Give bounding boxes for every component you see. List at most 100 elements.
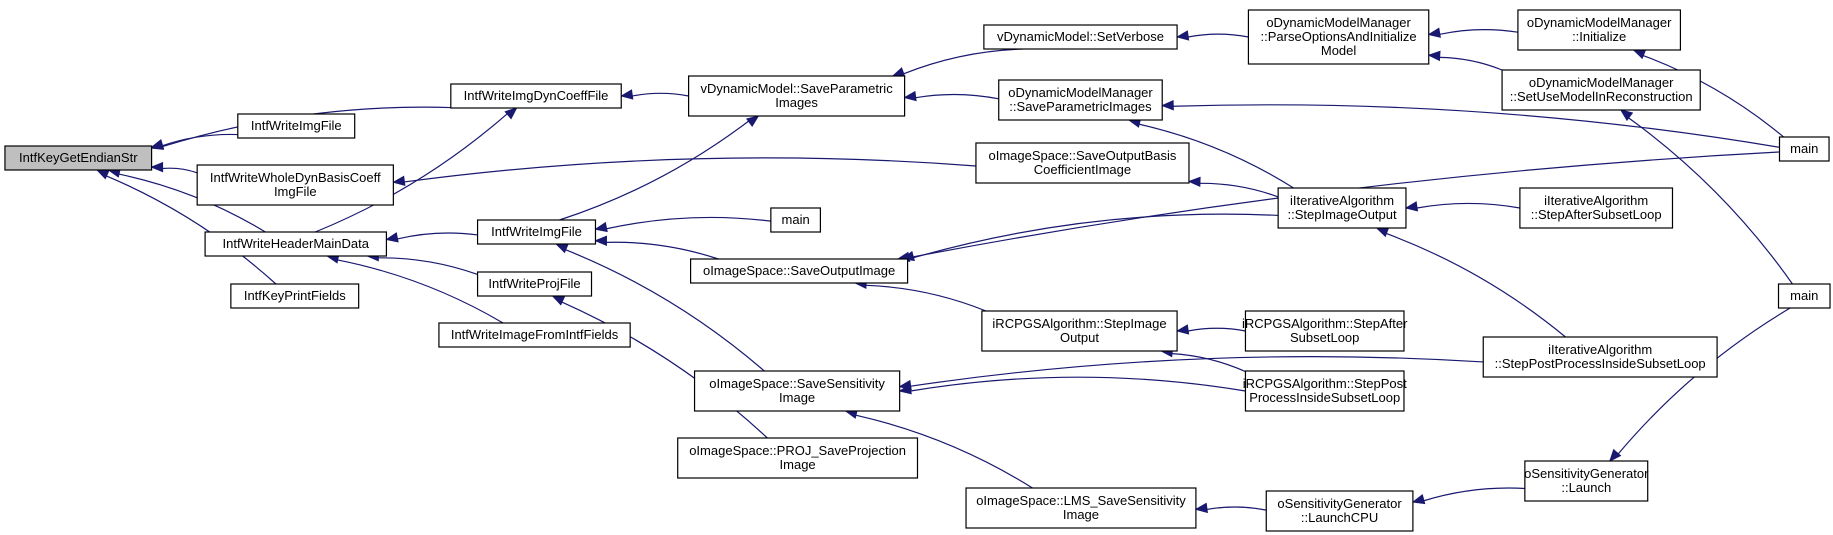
arrowhead-icon	[1194, 502, 1208, 514]
node-label-line: oImageSpace::SaveOutputBasis	[989, 148, 1177, 163]
arrowhead-icon	[1619, 109, 1634, 122]
node-osensitivitygenerator-launch[interactable]: oSensitivityGenerator::Launch	[1524, 460, 1649, 502]
node-label-line: oDynamicModelManager	[1266, 15, 1411, 30]
node-label-line: iRCPGSAlgorithm::StepImage	[992, 316, 1166, 331]
arrowhead-icon	[1411, 494, 1426, 505]
arrowhead-icon	[1427, 27, 1441, 38]
arrowhead-icon	[150, 138, 165, 150]
node-label-line: ProcessInsideSubsetLoop	[1249, 390, 1400, 405]
node-label-line: IntfWriteImgDynCoeffFile	[464, 88, 609, 103]
node-label-line: SubsetLoop	[1290, 330, 1359, 345]
node-iiterativealgorithm-steppostprocessinsidesubsetloop[interactable]: iIterativeAlgorithm::StepPostProcessInsi…	[1482, 336, 1718, 378]
node-intfwriteheadermaindata[interactable]: IntfWriteHeaderMainData	[204, 231, 388, 257]
node-label-line: IntfKeyPrintFields	[244, 288, 346, 303]
node-box	[965, 487, 1197, 529]
node-ircpgsalgorithm-steppost-processinsidesubsetloop[interactable]: iRCPGSAlgorithm::StepPostProcessInsideSu…	[1243, 370, 1407, 412]
node-oimagespace-saveoutputbasis-coefficientimage[interactable]: oImageSpace::SaveOutputBasisCoefficientI…	[975, 142, 1190, 184]
node-label-line: iIterativeAlgorithm	[1544, 193, 1648, 208]
node-box	[1277, 187, 1407, 229]
node-label-line: IntfWriteWholeDynBasisCoeff	[210, 170, 381, 185]
node-label-line: main	[1790, 141, 1818, 156]
node-odynamicmodelmanager-initialize[interactable]: oDynamicModelManager::Initialize	[1517, 9, 1682, 51]
node-label-line: ::Initialize	[1572, 29, 1626, 44]
arrowhead-icon	[385, 232, 399, 243]
node-label-line: ::ParseOptionsAndInitialize	[1261, 29, 1417, 44]
arrowhead-icon	[1175, 324, 1190, 335]
edge-n19-to-n22	[1642, 54, 1784, 138]
node-label-line: main	[1790, 288, 1818, 303]
node-box	[476, 219, 597, 245]
node-intfwriteprojfile[interactable]: IntfWriteProjFile	[476, 271, 593, 297]
node-label-line: iRCPGSAlgorithm::StepPost	[1243, 376, 1407, 391]
node-label-line: IntfWriteImgFile	[251, 118, 342, 133]
node-label-line: oImageSpace::SaveOutputImage	[703, 263, 895, 278]
node-main[interactable]: main	[770, 207, 821, 233]
node-iiterativealgorithm-stepaftersubsetloop[interactable]: iIterativeAlgorithm::StepAfterSubsetLoop	[1519, 187, 1674, 229]
node-box	[476, 271, 593, 297]
node-label-line: oImageSpace::LMS_SaveSensitivity	[976, 493, 1186, 508]
node-box	[237, 113, 356, 139]
edge-n7-to-n3	[404, 157, 976, 183]
node-osensitivitygenerator-launchcpu[interactable]: oSensitivityGenerator::LaunchCPU	[1265, 490, 1414, 532]
node-intfkeyprintfields[interactable]: IntfKeyPrintFields	[230, 283, 360, 309]
node-intfwriteimgfile[interactable]: IntfWriteImgFile	[476, 219, 597, 245]
node-main[interactable]: main	[1778, 136, 1830, 162]
node-ircpgsalgorithm-stepimage-output[interactable]: iRCPGSAlgorithm::StepImageOutput	[981, 310, 1178, 352]
node-label-line: IntfWriteProjFile	[488, 276, 580, 291]
node-intfwriteimgfile[interactable]: IntfWriteImgFile	[237, 113, 356, 139]
node-ircpgsalgorithm-stepafter-subsetloop[interactable]: iRCPGSAlgorithm::StepAfterSubsetLoop	[1242, 310, 1408, 352]
node-box	[693, 370, 901, 412]
edge-n25-to-n20	[1187, 327, 1246, 332]
arrowhead-icon	[551, 295, 566, 306]
node-iiterativealgorithm-stepimageoutput[interactable]: iIterativeAlgorithm::StepImageOutput	[1277, 187, 1407, 229]
node-label-line: vDynamicModel::SetVerbose	[997, 29, 1164, 44]
node-box	[1247, 9, 1430, 65]
node-vdynamicmodel-saveparametric-images[interactable]: vDynamicModel::SaveParametricImages	[688, 75, 906, 117]
node-box	[1524, 460, 1649, 502]
node-label-line: oDynamicModelManager	[1527, 15, 1672, 30]
node-box	[677, 437, 919, 479]
node-box	[204, 231, 388, 257]
node-box	[4, 145, 153, 171]
edge-n30-to-n23	[1628, 117, 1793, 285]
node-label-line: oImageSpace::PROJ_SaveProjection	[689, 443, 906, 458]
node-vdynamicmodel-setverbose[interactable]: vDynamicModel::SetVerbose	[983, 24, 1178, 50]
node-label-line: iIterativeAlgorithm	[1548, 342, 1652, 357]
node-label-line: Images	[775, 95, 818, 110]
node-box	[1244, 370, 1405, 412]
node-odynamicmodelmanager-setusemodelinreconstruction[interactable]: oDynamicModelManager::SetUseModelInRecon…	[1501, 69, 1701, 111]
node-label-line: ::SetUseModelInReconstruction	[1510, 89, 1693, 104]
arrowhead-icon	[891, 67, 906, 77]
node-box	[688, 75, 906, 117]
node-intfwriteimagefromintffields[interactable]: IntfWriteImageFromIntfFields	[438, 322, 631, 348]
edge-n14-to-n8	[606, 216, 771, 230]
node-main[interactable]: main	[1777, 283, 1831, 309]
node-odynamicmodelmanager-saveparametricimages[interactable]: oDynamicModelManager::SaveParametricImag…	[998, 79, 1163, 121]
arrowhead-icon	[1404, 201, 1419, 212]
arrowhead-icon	[554, 243, 569, 254]
edge-n27-to-n16	[910, 376, 1246, 392]
arrowhead-icon	[1608, 448, 1622, 462]
node-box	[450, 83, 622, 109]
arrowhead-icon	[1632, 49, 1647, 60]
edge-n8-to-n6	[559, 120, 749, 221]
node-label-line: main	[782, 212, 810, 227]
node-label-line: ::LaunchCPU	[1301, 510, 1378, 525]
node-oimagespace-saveoutputimage[interactable]: oImageSpace::SaveOutputImage	[689, 258, 909, 284]
node-box	[1517, 9, 1682, 51]
node-intfkeygetendianstr[interactable]: IntfKeyGetEndianStr	[4, 145, 153, 171]
node-label-line: CoefficientImage	[1034, 162, 1131, 177]
node-odynamicmodelmanager-parseoptionsandinitialize-model[interactable]: oDynamicModelManager::ParseOptionsAndIni…	[1247, 9, 1430, 65]
node-box	[770, 207, 821, 233]
arrowhead-icon	[150, 161, 164, 173]
node-label-line: IntfKeyGetEndianStr	[19, 150, 138, 165]
node-label-line: ::StepPostProcessInsideSubsetLoop	[1495, 356, 1706, 371]
node-intfwriteimgdyncoefffile[interactable]: IntfWriteImgDynCoeffFile	[450, 83, 622, 109]
node-label-line: oDynamicModelManager	[1008, 85, 1153, 100]
edge-n12-to-n6	[915, 93, 999, 100]
node-box	[981, 310, 1178, 352]
